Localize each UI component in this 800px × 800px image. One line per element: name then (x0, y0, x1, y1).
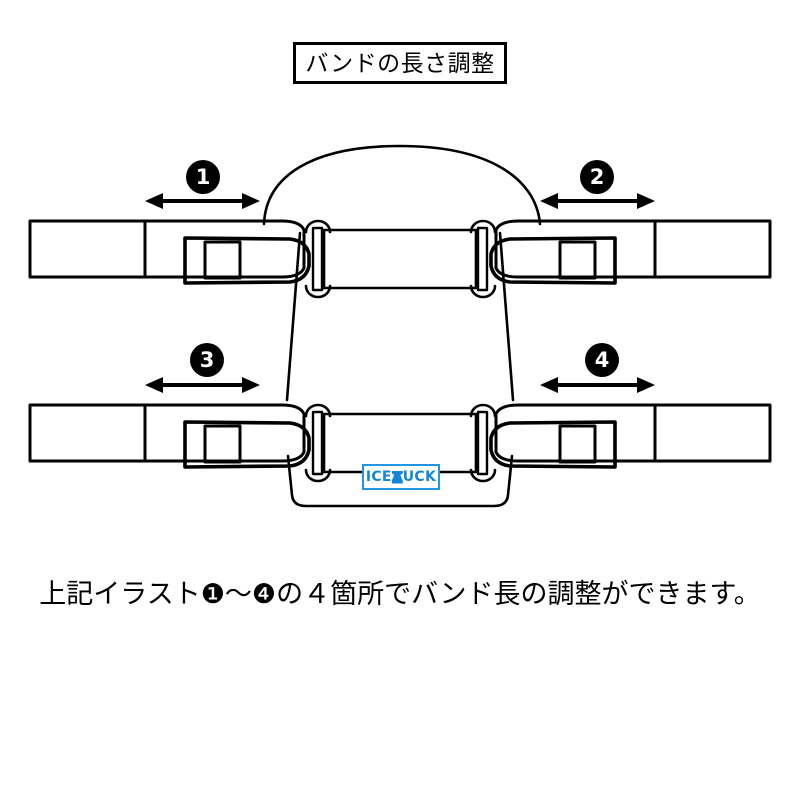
lower-right-loop-top (469, 403, 497, 418)
upper-right-band-inner (494, 219, 657, 279)
lower-right-buckle-slot (558, 424, 597, 464)
title-box: バンドの長さ調整 (293, 42, 507, 84)
lower-right-loop-bottom (469, 468, 497, 483)
badge-2: 2 (580, 160, 614, 194)
lower-left-loop-bottom (304, 468, 332, 483)
arrow-4-head-left (540, 377, 558, 393)
upper-right-buckle (489, 236, 617, 285)
upper-left-loop-top (304, 219, 332, 234)
lower-left-band-inner (143, 403, 306, 463)
upper-left-buckle-slot (203, 240, 242, 280)
iceruck-logo: ICE UCK (362, 464, 440, 490)
arrow-2-head-right (637, 193, 655, 209)
lower-left-buckle (183, 420, 311, 469)
lower-right-buckle (489, 420, 617, 469)
upper-center-panel (322, 228, 478, 290)
upper-right-buckle-slot (558, 240, 597, 280)
upper-left-band-outer (28, 219, 147, 279)
upper-right-band-outer (653, 219, 772, 279)
arrow-1-head-left (145, 193, 163, 209)
lower-right-band-inner (494, 403, 657, 463)
arrow-3-head-left (145, 377, 163, 393)
upper-left-webbing-bar (311, 226, 324, 292)
lower-left-webbing-bar (311, 410, 324, 476)
caption-text: 上記イラスト❶〜❹の４箇所でバンド長の調整ができます。 (39, 579, 761, 609)
badge-3: 3 (190, 343, 224, 377)
iceruck-logo-text: ICE UCK (366, 470, 436, 484)
harness-illustration (28, 144, 772, 508)
upper-right-loop-top (469, 219, 497, 234)
body-panel-left-edge (285, 231, 302, 402)
upper-left-loop-bottom (304, 284, 332, 299)
lower-left-loop-top (304, 403, 332, 418)
backpack-icon (391, 470, 403, 484)
arrow-4-head-right (637, 377, 655, 393)
lower-right-band-outer (653, 403, 772, 463)
arrow-2-head-left (540, 193, 558, 209)
badge-4-number: 4 (594, 347, 610, 372)
upper-left-band-inner (143, 219, 306, 279)
badge-1-number: 1 (195, 164, 211, 189)
logo-text-after: UCK (402, 469, 437, 485)
body-panel-right-edge (498, 231, 515, 402)
upper-left-buckle (183, 236, 311, 285)
badge-1: 1 (186, 160, 220, 194)
lower-left-buckle-slot (203, 424, 242, 464)
logo-text-before: ICE (365, 469, 392, 485)
upper-right-loop-bottom (469, 284, 497, 299)
arrow-1-head-right (242, 193, 260, 209)
lower-left-band-outer (28, 403, 147, 463)
badge-3-number: 3 (199, 347, 215, 372)
upper-right-webbing-bar (476, 226, 489, 292)
badge-4: 4 (585, 343, 619, 377)
badge-2-number: 2 (589, 164, 605, 189)
lower-right-webbing-bar (476, 410, 489, 476)
page-title: バンドの長さ調整 (305, 49, 495, 76)
head-rest-dome (262, 144, 542, 226)
arrow-3-head-right (242, 377, 260, 393)
body-panel-bottom (286, 454, 514, 508)
